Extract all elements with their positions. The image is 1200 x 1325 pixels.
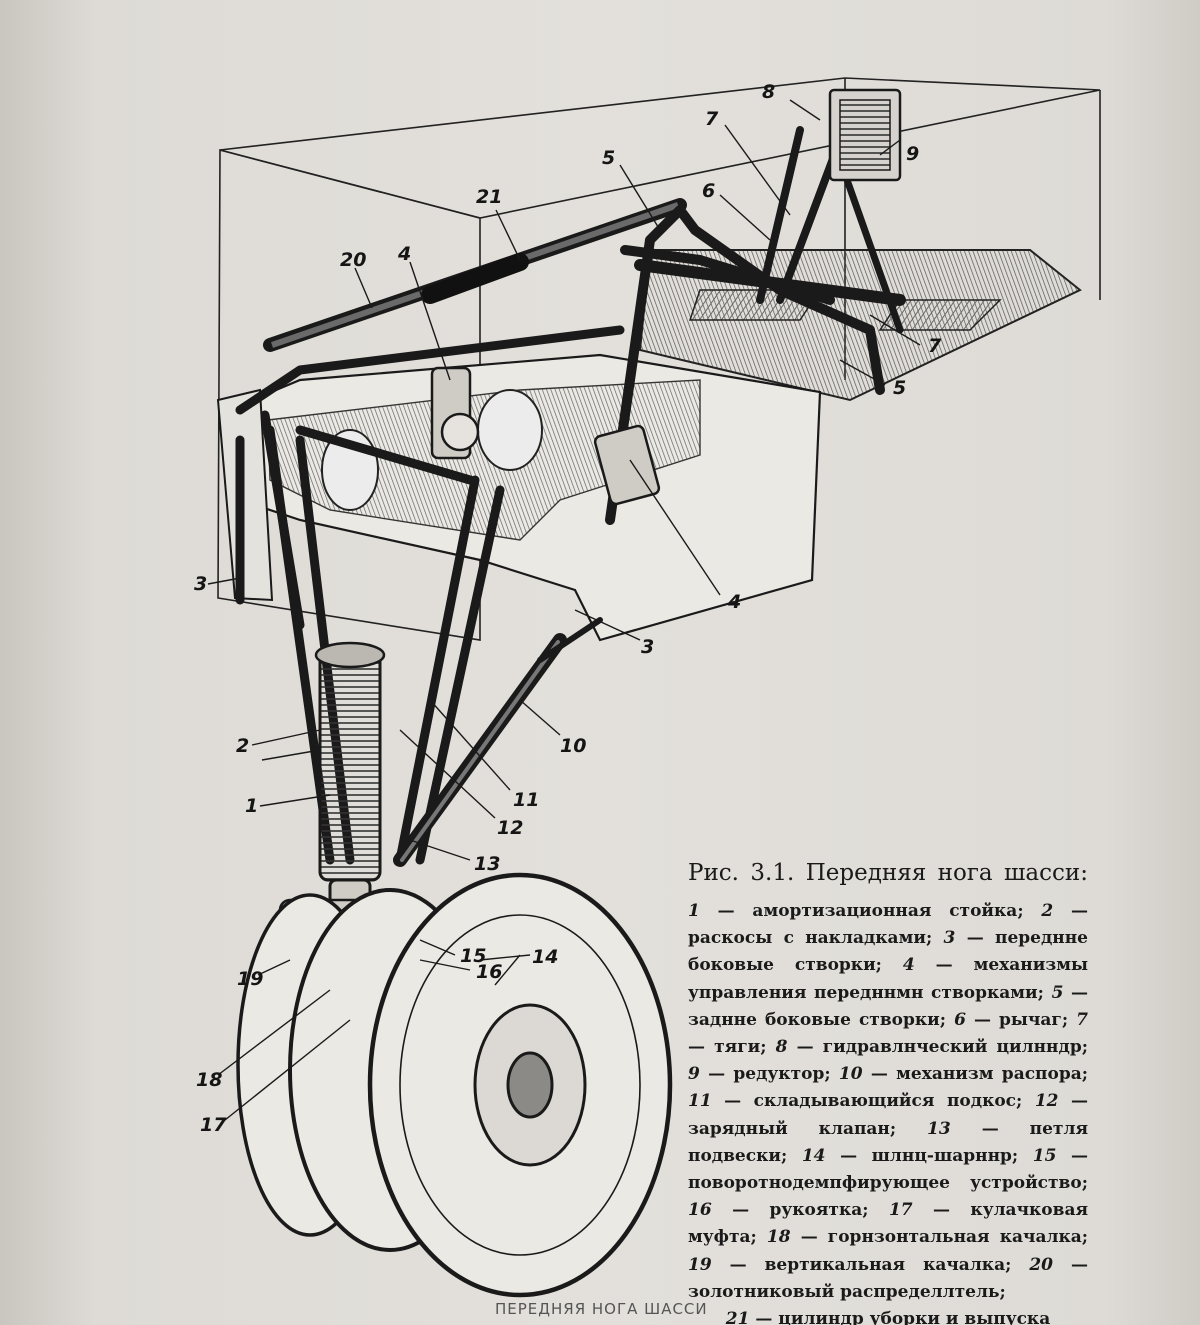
legend-text: — заднне боковые створки; (688, 982, 1089, 1030)
legend-number: 9 (688, 1064, 700, 1085)
callout-12: 12 (497, 817, 523, 839)
legend-number: 12 (1034, 1091, 1059, 1112)
callout-2: 2 (236, 735, 249, 757)
callout-14: 14 (532, 946, 558, 968)
legend-text: — рычаг; (973, 1009, 1069, 1030)
caption-last-item: 21 — цилиндр уборки и выпуска передией н… (688, 1306, 1088, 1325)
callout-18: 18 (196, 1069, 222, 1091)
legend-number: 13 (927, 1118, 951, 1139)
legend-text: — амортизационная стойка; (717, 901, 1024, 921)
legend-text: — золотниковый распределлтель; (688, 1254, 1088, 1302)
callout-11: 11 (513, 789, 539, 811)
legend-text: — редуктор; (708, 1064, 831, 1085)
legend-number: 7 (1076, 1009, 1089, 1030)
legend-number: 10 (838, 1064, 863, 1085)
retraction-cylinder (263, 198, 687, 352)
legend-text: — механизмы управления передннмн створка… (688, 955, 1089, 1003)
folding-strut (393, 617, 603, 867)
callout-15: 15 (460, 945, 486, 967)
leader-lines (207, 99, 921, 1121)
legend-number: 21 (725, 1309, 750, 1325)
legend-number: 20 (1029, 1254, 1054, 1275)
left-door-panel (216, 388, 274, 602)
callout-20: 20 (340, 249, 366, 271)
door-control-mechanism (430, 366, 661, 506)
legend-text: — шлнц-шарннр; (840, 1145, 1019, 1166)
legend-text: — рукоятка; (732, 1200, 869, 1221)
legend-text: — зарядный клапан; (688, 1091, 1088, 1139)
legend-text: — петля подвески; (688, 1118, 1089, 1166)
legend-number: 3 (943, 928, 956, 949)
legend-number: 6 (954, 1009, 966, 1030)
legend-text: — вертикальная качалка; (729, 1254, 1012, 1275)
caption-legend: 1 — амортизационная стойка; 2 — раскосы … (688, 901, 1088, 1302)
legend-number: 5 (1051, 982, 1064, 1003)
legend-number: 19 (688, 1254, 712, 1275)
legend-text: — горнзонтальная качалка; (800, 1227, 1089, 1248)
legend-number: 14 (801, 1145, 826, 1166)
legend-text: — кулачковая муфта; (688, 1200, 1089, 1248)
legend-number: 17 (888, 1200, 913, 1221)
callout-8: 8 (762, 81, 775, 103)
legend-text: — механизм распора; (870, 1064, 1089, 1085)
callout-5-right: 5 (893, 377, 906, 399)
legend-number: 1 (688, 901, 700, 921)
legend-text: — тяги; (688, 1037, 767, 1058)
figure-caption: Рис. 3.1. Передняя нога шасси: 1 — аморт… (688, 858, 1088, 1325)
callout-10: 10 (560, 735, 586, 757)
caption-title: Рис. 3.1. Передняя нога шасси: (688, 860, 1088, 886)
callout-3-left: 3 (194, 573, 207, 595)
legend-number: 16 (688, 1200, 712, 1221)
callout-17: 17 (200, 1114, 227, 1136)
callout-3-bottom: 3 (641, 636, 654, 658)
legend-number: 8 (775, 1037, 788, 1058)
callout-4-top: 4 (397, 243, 411, 265)
callout-13: 13 (474, 853, 500, 875)
legend-text: — складывающийся подкос; (724, 1091, 1023, 1112)
callout-16: 16 (476, 961, 502, 983)
callout-4-bottom: 4 (727, 591, 741, 613)
legend-text: — переднне боковые створки; (688, 928, 1088, 976)
bay-top-face (219, 77, 1101, 219)
callout-19: 19 (237, 968, 263, 990)
legend-number: 4 (902, 955, 915, 976)
callout-6: 6 (702, 180, 715, 202)
legend-text: — цилиндр уборки и выпуска передией ноги (755, 1309, 1051, 1325)
legend-text: — гидравлнческий цилнндр; (796, 1037, 1088, 1058)
legend-number: 18 (766, 1227, 791, 1248)
legend-number: 15 (1032, 1145, 1057, 1166)
nose-wheels (236, 872, 673, 1298)
legend-text: — раскосы с накладками; (688, 901, 1089, 949)
legend-number: 11 (688, 1091, 712, 1112)
callout-9: 9 (906, 143, 919, 165)
legend-text: — поворотнодемпфирующее устройство; (688, 1145, 1089, 1194)
callout-7-right: 7 (928, 335, 942, 357)
lever-and-actuator-assembly (634, 88, 906, 334)
callout-numbers: 8 7 9 6 5 21 4 20 7 5 3 4 3 10 2 11 1 12… (194, 81, 942, 1136)
callout-21: 21 (476, 186, 502, 208)
legend-number: 2 (1041, 901, 1054, 921)
page-footer-faint-text: ПЕРЕДНЯЯ НОГА ШАССИ (495, 1300, 708, 1318)
callout-1: 1 (245, 795, 258, 817)
callout-5-top: 5 (602, 147, 615, 169)
callout-7-top: 7 (705, 108, 719, 130)
